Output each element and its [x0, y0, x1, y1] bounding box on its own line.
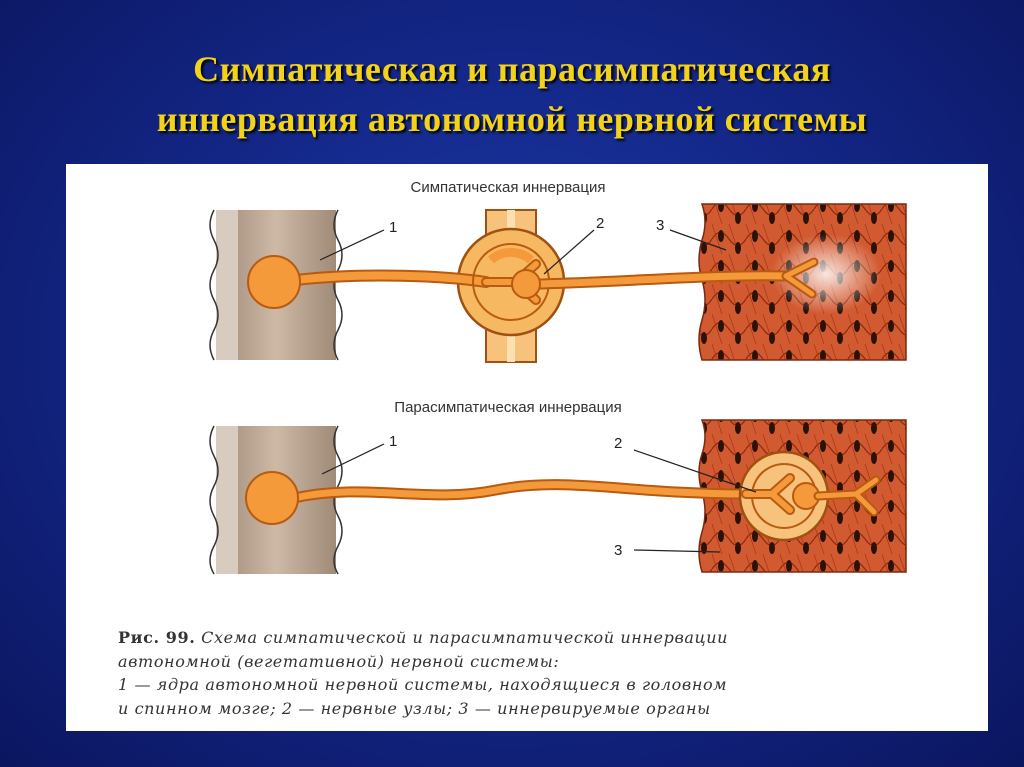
title-line-2: иннервация автономной нервной системы: [156, 99, 868, 139]
parasympathetic-label-3-leader: [633, 549, 721, 553]
caption-line-3: 1 — ядра автономной нервной системы, нах…: [118, 675, 728, 694]
parasympathetic-ganglion: [738, 450, 881, 542]
sympathetic-label-2: 2: [596, 215, 604, 232]
sympathetic-label-3-leader: [669, 229, 727, 251]
caption-line-1-text: Схема симпатической и парасимпатической …: [195, 628, 729, 647]
title-line-1: Симпатическая и парасимпатическая: [193, 49, 831, 89]
innervation-diagram: Симпатическая иннервация: [209, 179, 907, 575]
parasympathetic-preganglionic-neuron: [245, 471, 752, 525]
sympathetic-heading: Симпатическая иннервация: [411, 179, 606, 196]
sympathetic-postganglionic-neuron: [511, 257, 819, 299]
sympathetic-label-3: 3: [656, 217, 664, 234]
sympathetic-label-2-leader: [543, 229, 595, 275]
caption-line-2: автономной (вегетативной) нервной систем…: [118, 651, 560, 671]
sympathetic-label-1-leader: [319, 229, 385, 261]
parasympathetic-label-2: 2: [614, 435, 622, 452]
caption-line-1: Рис. 99. Схема симпатической и парасимпа…: [118, 626, 978, 650]
figure-caption: Рис. 99. Схема симпатической и парасимпа…: [118, 626, 978, 720]
parasympathetic-label-2-leader: [633, 449, 757, 493]
figure-panel: Симпатическая иннервация: [66, 164, 988, 731]
slide-title: Симпатическая и парасимпатическая иннерв…: [0, 44, 1024, 144]
parasympathetic-label-3: 3: [614, 542, 622, 559]
parasympathetic-heading: Парасимпатическая иннервация: [394, 399, 621, 416]
parasympathetic-label-1-leader: [321, 443, 385, 475]
sympathetic-synapse: [472, 243, 551, 321]
caption-line-4: и спинном мозге; 2 — нервные узлы; 3 — и…: [118, 698, 711, 718]
parasympathetic-nucleus-cell: [245, 471, 299, 525]
sympathetic-label-1: 1: [389, 219, 397, 236]
figure-number: Рис. 99.: [118, 628, 196, 647]
parasympathetic-label-1: 1: [389, 433, 397, 450]
sympathetic-nucleus-cell: [247, 255, 301, 309]
